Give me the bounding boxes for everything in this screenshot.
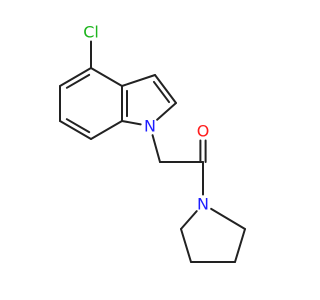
bond-c7-c7a <box>90 120 123 140</box>
bond-n1-c7a <box>121 120 142 126</box>
bond-c6-c7 <box>59 120 92 140</box>
bond-pc-pd <box>234 228 246 263</box>
bond-c3-c2 <box>154 74 177 104</box>
molecule-structure-diagram: ClN O N <box>59 23 246 263</box>
bond-c4-c5-inner <box>65 73 91 89</box>
atom-label-o: O <box>197 122 210 141</box>
atom-label-cl: Cl <box>83 23 99 42</box>
bond-c6-c7-inner <box>65 118 91 134</box>
bond-npyr-pa <box>180 210 198 230</box>
atom-label-n1: N <box>144 117 156 136</box>
bond-c3-c2-inner <box>152 80 171 104</box>
bond-pa-pb <box>180 228 192 263</box>
bond-n1-ch2 <box>151 134 161 163</box>
bond-pd-npyr <box>210 207 246 230</box>
atom-label-npyr: N <box>197 195 209 214</box>
bond-c4-c5 <box>59 67 92 87</box>
bond-c3a-c3 <box>121 74 156 87</box>
bond-c4-c3a <box>90 67 123 87</box>
bond-c2-n1 <box>156 102 177 121</box>
bond-layer <box>59 40 246 263</box>
atom-label-layer: ClN O N <box>83 23 209 214</box>
